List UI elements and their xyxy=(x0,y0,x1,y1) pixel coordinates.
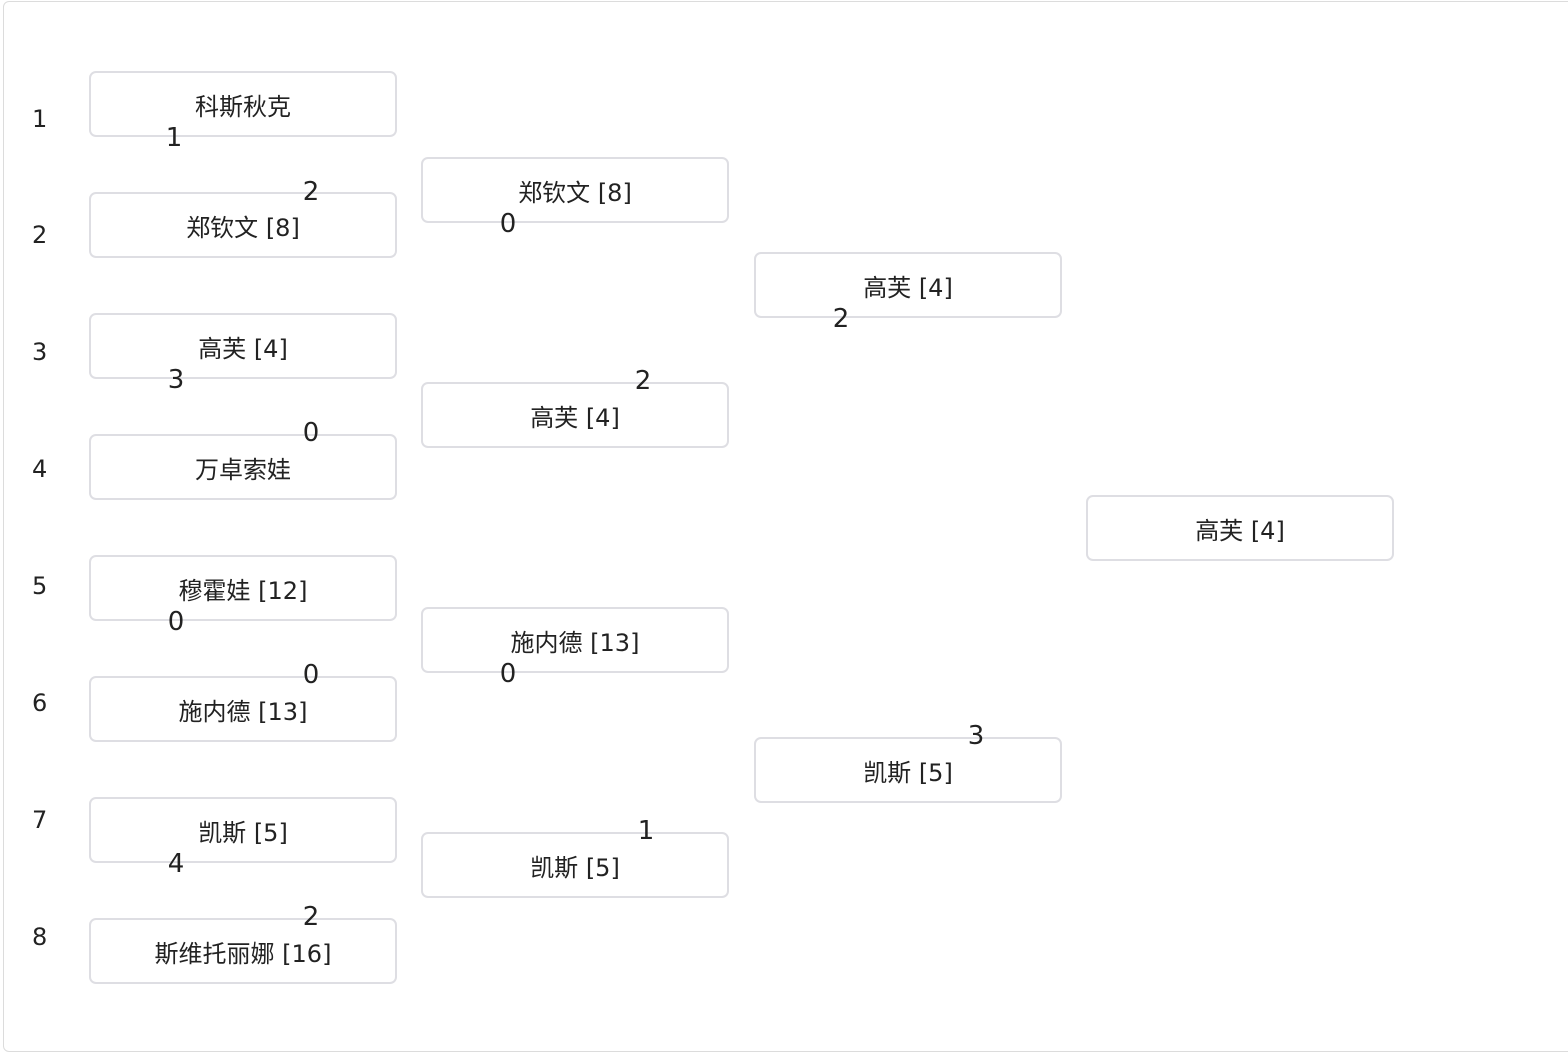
bracket-panel xyxy=(3,1,1568,1052)
match-score: 2 xyxy=(832,304,850,334)
player-box[interactable]: 高芙 [4] xyxy=(754,252,1062,318)
seed-number: 7 xyxy=(32,806,48,834)
match-score: 0 xyxy=(499,209,517,239)
player-box[interactable]: 施内德 [13] xyxy=(89,676,397,742)
match-score: 1 xyxy=(165,123,183,153)
player-box[interactable]: 施内德 [13] xyxy=(421,607,729,673)
match-score: 0 xyxy=(499,659,517,689)
player-box[interactable]: 凯斯 [5] xyxy=(89,797,397,863)
match-score: 2 xyxy=(302,177,320,207)
seed-number: 5 xyxy=(32,572,48,600)
seed-number: 2 xyxy=(32,221,48,249)
seed-number: 6 xyxy=(32,689,48,717)
player-box[interactable]: 斯维托丽娜 [16] xyxy=(89,918,397,984)
seed-number: 8 xyxy=(32,923,48,951)
match-score: 2 xyxy=(302,902,320,932)
match-score: 2 xyxy=(634,366,652,396)
match-score: 0 xyxy=(167,607,185,637)
player-box[interactable]: 凯斯 [5] xyxy=(754,737,1062,803)
player-box[interactable]: 郑钦文 [8] xyxy=(421,157,729,223)
player-box[interactable]: 万卓索娃 xyxy=(89,434,397,500)
player-box[interactable]: 高芙 [4] xyxy=(421,382,729,448)
seed-number: 3 xyxy=(32,338,48,366)
seed-number: 1 xyxy=(32,105,48,133)
player-box[interactable]: 穆霍娃 [12] xyxy=(89,555,397,621)
match-score: 3 xyxy=(167,365,185,395)
champion-box[interactable]: 高芙 [4] xyxy=(1086,495,1394,561)
player-box[interactable]: 郑钦文 [8] xyxy=(89,192,397,258)
seed-number: 4 xyxy=(32,455,48,483)
match-score: 1 xyxy=(637,816,655,846)
player-box[interactable]: 凯斯 [5] xyxy=(421,832,729,898)
player-box[interactable]: 高芙 [4] xyxy=(89,313,397,379)
match-score: 3 xyxy=(967,721,985,751)
match-score: 0 xyxy=(302,660,320,690)
match-score: 4 xyxy=(167,849,185,879)
player-box[interactable]: 科斯秋克 xyxy=(89,71,397,137)
match-score: 0 xyxy=(302,418,320,448)
